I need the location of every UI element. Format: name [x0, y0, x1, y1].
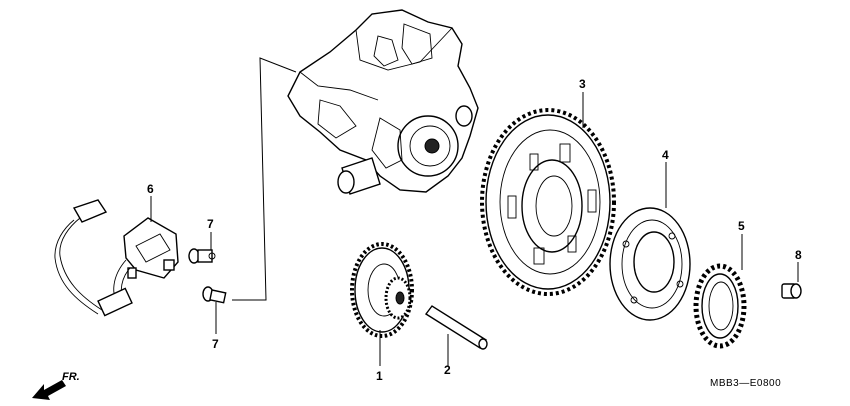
callout-8: 8 [795, 248, 802, 262]
front-direction-arrow: FR. [32, 371, 80, 400]
starter-idle-gear [350, 242, 414, 338]
starter-clutch-outer [609, 207, 691, 321]
callout-3: 3 [579, 77, 586, 91]
bolt-7-upper [188, 248, 216, 264]
one-way-clutch [693, 263, 747, 349]
bolt-7-lower [202, 286, 227, 304]
starter-driven-gear [480, 108, 616, 296]
callout-7-upper: 7 [207, 217, 214, 231]
callout-1: 1 [376, 369, 383, 383]
callout-7-lower: 7 [212, 337, 219, 351]
diagram-code: MBB3—E0800 [710, 378, 781, 389]
callout-5: 5 [738, 219, 745, 233]
callout-2: 2 [444, 363, 451, 377]
case-leader [232, 57, 297, 301]
idle-gear-shaft [424, 305, 488, 350]
engine-case [287, 9, 479, 195]
callout-4: 4 [662, 148, 669, 162]
front-label: FR. [62, 371, 80, 383]
callout-6: 6 [147, 182, 154, 196]
sensor-with-harness [54, 199, 179, 317]
bolt-8 [781, 283, 802, 299]
